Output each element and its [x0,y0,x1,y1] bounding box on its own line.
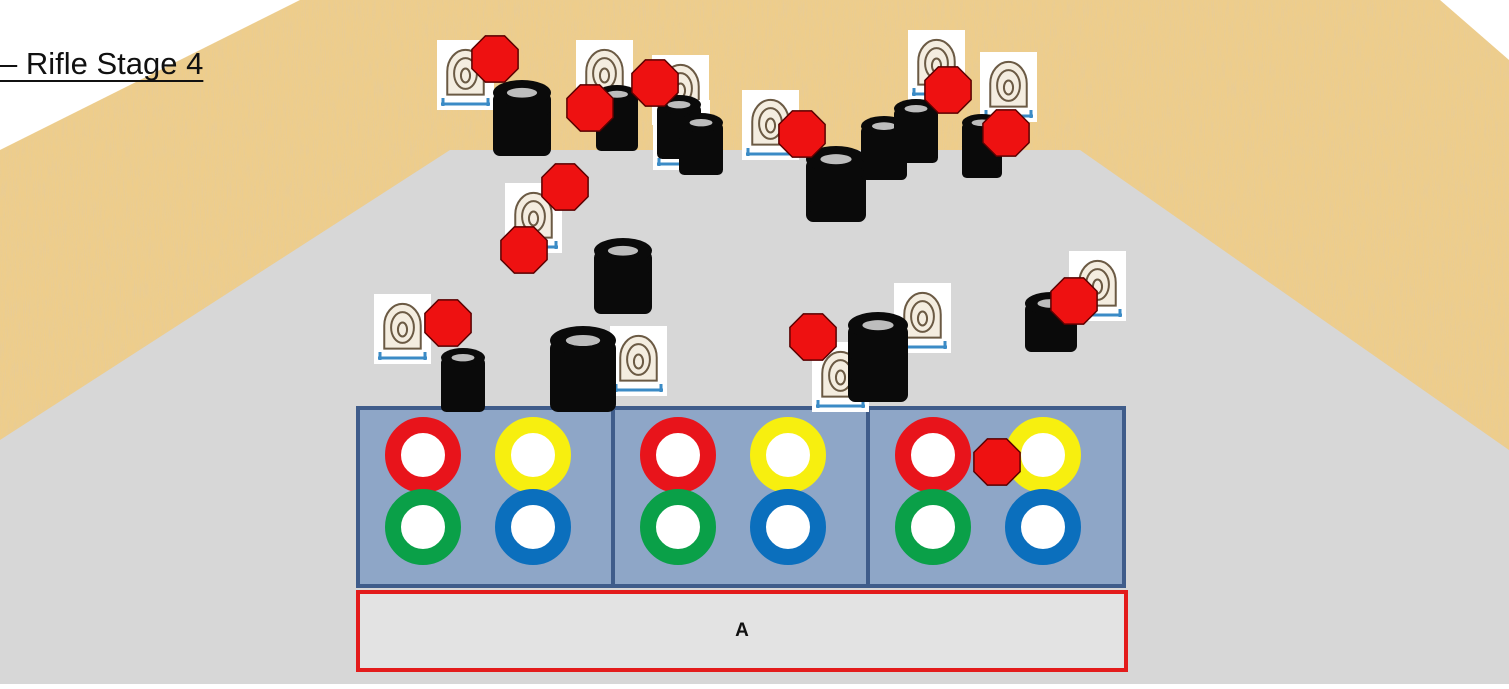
barrel-stack [894,99,938,163]
shooting-port [1005,489,1081,565]
steel-target [789,313,837,361]
barrel-stack [806,146,866,222]
shooting-port [895,489,971,565]
steel-target [424,299,472,347]
barrel-stack [550,326,616,412]
barrel-stack [441,348,485,412]
shooting-windows [356,406,1126,588]
steel-target [471,35,519,83]
paper-target [374,294,431,364]
shooting-port [385,489,461,565]
shooting-port [495,489,571,565]
barrel-stack [594,238,652,314]
shooting-port [750,417,826,493]
steel-target [631,59,679,107]
steel-target [973,438,1021,486]
steel-targets [424,35,1098,486]
stage-title: – Rifle Stage 4 [0,46,204,81]
shooting-port [640,417,716,493]
barrel-stack [679,113,723,175]
shooting-port [750,489,826,565]
shooting-port [895,417,971,493]
shooting-port [1005,417,1081,493]
steel-target [1050,277,1098,325]
steel-target [982,109,1030,157]
shooting-area-box [356,590,1128,672]
shooting-port [495,417,571,493]
barrel-stacks [441,80,1077,412]
barrel-stack [848,312,908,402]
paper-target [610,326,667,396]
steel-target [541,163,589,211]
shooting-port [640,489,716,565]
steel-target [500,226,548,274]
steel-target [566,84,614,132]
steel-target [924,66,972,114]
shooting-port [385,417,461,493]
shooting-area-label: A [735,620,749,641]
barrel-stack [493,80,551,156]
steel-target [778,110,826,158]
